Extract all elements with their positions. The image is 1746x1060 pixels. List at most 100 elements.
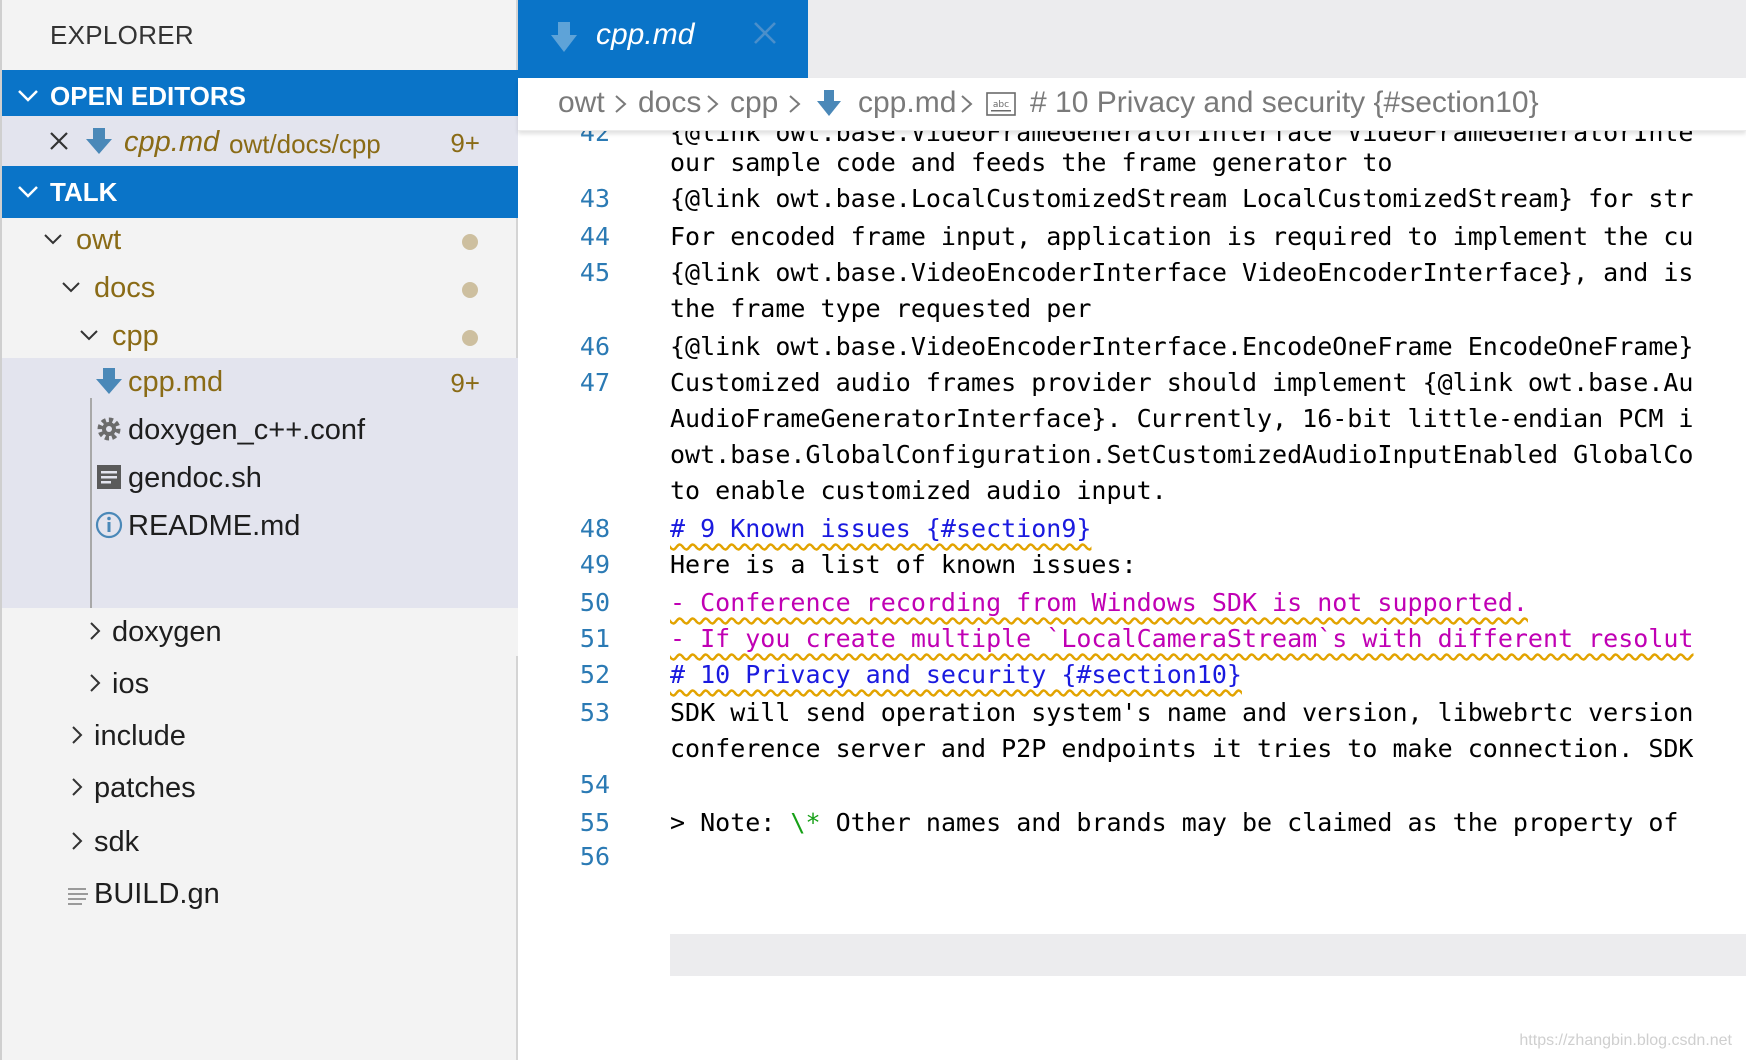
breadcrumb-item[interactable]: docs xyxy=(638,86,702,119)
code-line[interactable]: For encoded frame input, application is … xyxy=(670,222,1694,251)
tree-folder-sdk[interactable]: sdk xyxy=(2,822,518,870)
line-number: 42 xyxy=(579,130,610,147)
line-number: 56 xyxy=(579,842,610,871)
tree-label: docs xyxy=(94,272,156,304)
tree-folder-include[interactable]: include xyxy=(2,716,518,764)
explorer-sidebar: EXPLORER OPEN EDITORS cpp.md owt/docs/cp… xyxy=(0,0,518,1060)
chevron-right-icon xyxy=(789,95,801,113)
symbol-string-icon: abc xyxy=(986,92,1016,116)
tree-label: patches xyxy=(94,772,196,804)
code-line[interactable]: > Note: \* Other names and brands may be… xyxy=(670,808,1678,837)
markdown-heading: # 10 Privacy and security {#section10} xyxy=(670,660,1242,689)
code-line[interactable]: # 10 Privacy and security {#section10} xyxy=(670,660,1242,689)
tree-label: ios xyxy=(112,668,150,700)
line-number: 54 xyxy=(579,770,610,799)
modified-dot xyxy=(462,330,478,346)
breadcrumb-item[interactable]: owt xyxy=(558,86,605,119)
markdown-heading: # 9 Known issues {#section9} xyxy=(670,514,1092,543)
tree-folder-docs[interactable]: docs xyxy=(2,262,518,314)
code-text: Other names and brands may be claimed as… xyxy=(820,808,1679,837)
close-icon[interactable] xyxy=(48,130,70,152)
code-line[interactable]: conference server and P2P endpoints it t… xyxy=(670,734,1694,763)
svg-text:abc: abc xyxy=(993,100,1009,110)
chevron-right-icon xyxy=(90,674,101,692)
code-line[interactable]: AudioFrameGeneratorInterface}. Currently… xyxy=(670,404,1694,433)
tree-label: owt xyxy=(76,224,122,256)
code-line[interactable]: {@link owt.base.LocalCustomizedStream Lo… xyxy=(670,184,1694,213)
breadcrumb-item[interactable]: cpp.md xyxy=(858,86,957,119)
tree-folder-ios[interactable]: ios xyxy=(2,664,518,712)
chevron-down-icon xyxy=(18,186,38,198)
explorer-title: EXPLORER xyxy=(50,20,195,50)
tree-file-readme[interactable]: README.md xyxy=(2,502,518,608)
code-line[interactable]: to enable customized audio input. xyxy=(670,476,1167,505)
tab-bar: cpp.md xyxy=(518,0,1746,78)
open-editor-item[interactable]: cpp.md owt/docs/cpp 9+ xyxy=(2,116,518,168)
line-number: 49 xyxy=(579,550,610,579)
line-number: 55 xyxy=(579,808,610,837)
line-number: 43 xyxy=(579,184,610,213)
modified-dot xyxy=(462,282,478,298)
watermark: https://zhangbin.blog.csdn.net xyxy=(1519,1032,1732,1049)
chevron-down-icon xyxy=(62,282,80,293)
code-line[interactable]: # 9 Known issues {#section9} xyxy=(670,514,1091,543)
tree-file-build[interactable]: BUILD.gn xyxy=(2,874,518,922)
tree-label: BUILD.gn xyxy=(94,878,220,910)
tree-file-gendoc[interactable]: gendoc.sh xyxy=(2,454,518,502)
open-editors-label: OPEN EDITORS xyxy=(50,81,247,111)
breadcrumb-item[interactable]: cpp xyxy=(730,86,779,119)
line-number: 45 xyxy=(579,258,610,287)
workspace-label: TALK xyxy=(50,177,118,207)
breadcrumb-item[interactable]: # 10 Privacy and security {#section10} xyxy=(1030,86,1539,119)
open-editors-header[interactable]: OPEN EDITORS xyxy=(2,70,518,122)
tab-label: cpp.md xyxy=(596,18,695,51)
chevron-right-icon xyxy=(707,95,719,113)
code-line[interactable]: the frame type requested per xyxy=(670,294,1092,323)
code-line[interactable]: SDK will send operation system's name an… xyxy=(670,698,1694,727)
tree-label: cpp.md xyxy=(128,366,224,398)
tree-file-cpp-md[interactable]: cpp.md 9+ xyxy=(2,358,518,406)
tree-folder-cpp[interactable]: cpp xyxy=(2,310,518,362)
chevron-down-icon xyxy=(18,90,38,102)
code-line[interactable]: owt.base.GlobalConfiguration.SetCustomiz… xyxy=(670,440,1694,469)
open-editor-path: owt/docs/cpp xyxy=(229,129,381,159)
code-text: > Note: xyxy=(670,808,791,837)
code-line[interactable]: {@link owt.base.VideoEncoderInterface Vi… xyxy=(670,258,1694,287)
info-icon xyxy=(95,511,123,539)
markdown-download-icon xyxy=(817,90,841,116)
markdown-download-icon xyxy=(96,368,122,394)
line-number: 53 xyxy=(579,698,610,727)
modified-dot xyxy=(462,234,478,250)
code-line[interactable]: - If you create multiple `LocalCameraStr… xyxy=(670,624,1694,653)
tree-label: include xyxy=(94,720,186,752)
markdown-list-item: - If you create multiple `LocalCameraStr… xyxy=(670,624,1694,653)
script-file-icon xyxy=(97,465,121,489)
code-line[interactable]: {@link owt.base.VideoFrameGeneratorInter… xyxy=(670,130,1694,147)
markdown-download-icon xyxy=(551,22,577,52)
code-line[interactable]: - Conference recording from Windows SDK … xyxy=(670,588,1528,617)
tree-folder-patches[interactable]: patches xyxy=(2,768,518,816)
current-line-highlight xyxy=(670,934,1746,976)
code-editor[interactable]: 42 {@link owt.base.VideoFrameGeneratorIn… xyxy=(518,130,1746,1060)
tree-label: gendoc.sh xyxy=(128,462,262,494)
chevron-right-icon xyxy=(72,832,83,850)
tree-label: README.md xyxy=(128,510,301,542)
line-number: 50 xyxy=(579,588,610,617)
text-file-icon xyxy=(68,888,88,905)
tree-folder-doxygen[interactable]: doxygen xyxy=(2,608,518,656)
tab-cpp-md[interactable]: cpp.md xyxy=(518,0,808,78)
tree-file-doxygen-conf[interactable]: doxygen_c++.conf xyxy=(2,406,518,454)
code-line[interactable]: our sample code and feeds the frame gene… xyxy=(670,148,1393,177)
workspace-header[interactable]: TALK xyxy=(2,166,518,218)
breadcrumb: owt docs cpp cpp.md abc # 10 Privacy and… xyxy=(518,78,1746,131)
indent-guide xyxy=(90,398,92,608)
code-line[interactable]: Customized audio frames provider should … xyxy=(670,368,1694,397)
tree-label: sdk xyxy=(94,826,140,858)
problem-badge: 9+ xyxy=(450,368,480,398)
close-icon[interactable] xyxy=(750,18,780,48)
chevron-down-icon xyxy=(80,330,98,341)
tree-folder-owt[interactable]: owt xyxy=(2,214,518,266)
code-line[interactable]: Here is a list of known issues: xyxy=(670,550,1137,579)
chevron-right-icon xyxy=(72,726,83,744)
code-line[interactable]: {@link owt.base.VideoEncoderInterface.En… xyxy=(670,332,1694,361)
